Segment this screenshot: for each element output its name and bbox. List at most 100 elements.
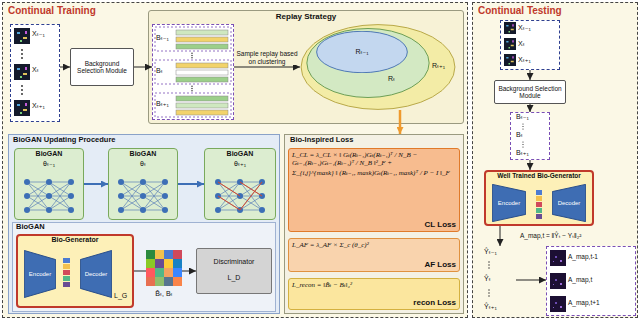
node-shape: [108, 148, 178, 220]
illustration-part: [488, 267, 489, 268]
background-bars: [155, 27, 231, 117]
text-slot: A_map,t-1: [568, 253, 634, 260]
illustration-part: [536, 208, 542, 213]
decoder-shape: Decoder: [80, 250, 112, 298]
illustration-part: [522, 123, 523, 124]
encoder-shape: Encoder: [492, 184, 526, 222]
text-slot: CL Loss: [292, 220, 456, 229]
illustration-part: [63, 282, 70, 287]
connector-arrow: [234, 67, 300, 68]
illustration-part: [155, 277, 164, 286]
node-text: θₜ₊₁: [204, 160, 276, 168]
node-text: recon Loss: [292, 298, 456, 307]
node-text: Replay Strategy: [148, 12, 464, 21]
text-slot: BioGAN: [108, 150, 178, 158]
text-slot: Xₜ₊₁: [518, 56, 556, 64]
illustration-part: [504, 38, 516, 50]
text-slot: Encoder: [492, 200, 526, 207]
node-text: Background Selection Module: [72, 60, 132, 75]
node-text: CL Loss: [292, 220, 456, 229]
illustration-part: [155, 268, 164, 277]
node-text: Continual Testing: [478, 5, 628, 17]
loss-box: L_AF = λ_AF × Σ_c (θ_c)²AF Loss: [288, 238, 460, 272]
generator-box: Bio-GeneratorL_G Encoder Decoder: [16, 234, 134, 308]
node-text: Bₜ₋₁: [516, 113, 546, 121]
text-slot: L_D: [196, 274, 272, 282]
connector-arrow: [530, 104, 531, 112]
node-text: L_AF = λ_AF × Σ_c (θ_c)²: [292, 241, 456, 249]
text-slot: Bio-Inspired Loss: [290, 136, 410, 145]
loss-box: L_recon = ‖B̂ₜ − Bₜ‖₂²recon Loss: [288, 278, 460, 310]
illustration-part: [146, 268, 155, 277]
illustration-part: [218, 182, 262, 210]
illustration-part: [191, 57, 192, 58]
node-text: Bio-Generator: [16, 236, 134, 244]
node-text: Xₜ₊₁: [518, 56, 556, 64]
node-text: Continual Training: [8, 5, 208, 17]
test-input-images: [504, 22, 516, 66]
text-slot: L_CL = λ_CL × ‖ Gₜ(Rₜ₋₁)Gₜ(Rₜ₋₁)ᵀ / N_B …: [292, 151, 456, 167]
text-slot: θₜ: [108, 160, 178, 168]
illustration-part: [21, 53, 23, 55]
illustration-part: [164, 268, 173, 277]
encoder-shape: Encoder: [24, 250, 56, 298]
text-slot: Replay Strategy: [148, 12, 464, 21]
text-slot: Bₜ₊₁: [516, 149, 546, 157]
node-text: Bₜ: [516, 131, 546, 139]
illustration-part: [191, 86, 192, 87]
text-slot: L_G: [114, 292, 130, 300]
text-slot: Rₜ₋₁: [316, 48, 408, 56]
text-slot: L_AF = λ_AF × Σ_c (θ_c)²: [292, 241, 456, 249]
illustration-part: [176, 103, 228, 108]
node-text: A_map,t: [568, 276, 634, 283]
text-slot: Xₜ₋₁: [32, 30, 59, 38]
illustration-part: [118, 179, 168, 213]
text-slot: Bₜ: [156, 67, 178, 75]
connector-arrow: [516, 280, 546, 281]
illustration-part: [173, 277, 182, 286]
node-text: Rₜ₋₁: [316, 48, 408, 56]
connector-arrow: [530, 70, 531, 80]
illustration-part: [164, 250, 173, 259]
illustration-part: [63, 270, 70, 275]
node-text: A_map,t-1: [568, 253, 634, 260]
illustration-part: [176, 44, 228, 49]
input-stack: Xₜ₋₁XₜXₜ₊₁: [10, 24, 60, 122]
node-text: L_G: [114, 292, 130, 300]
illustration-part: [522, 141, 523, 142]
text-slot: A_map,t+1: [568, 299, 634, 306]
illustration-part: [146, 277, 155, 286]
replay-set: RₜRₜ₋₁: [306, 28, 430, 98]
node-shape: [306, 28, 430, 98]
node-shape: [12, 222, 276, 312]
illustration-part: [63, 264, 70, 269]
illustration-part: [488, 264, 489, 265]
text-slot: Background Selection Module: [496, 85, 564, 100]
input-images: [14, 28, 30, 116]
illustration-part: [176, 110, 228, 115]
node-text: Rₜ₊₁: [432, 62, 454, 70]
illustration-part: [155, 27, 231, 51]
illustration-part: [550, 250, 566, 266]
node-text: Xₜ₋₁: [32, 30, 59, 38]
node-shape: [14, 148, 84, 220]
text-slot: Bₜ₋₁: [156, 34, 178, 42]
background-stack: Bₜ₋₁ BₜBₜ₊₁: [510, 112, 550, 160]
illustration-part: [21, 49, 23, 51]
text-slot: Decoder: [80, 271, 112, 278]
illustration-part: [504, 22, 516, 34]
illustration-part: [24, 179, 74, 213]
connector-arrow: [178, 183, 204, 185]
edge-label: Sample replay based on clustering: [235, 50, 299, 65]
text-slot: θₜ₋₁: [14, 160, 84, 168]
node-text: BioGAN Updating Procedure: [13, 136, 213, 145]
illustration-part: [155, 259, 164, 268]
text-slot: Σ_{i,j}^{mask} ‖ (Rₜ₋₁, mask)Gₜ(Rₜ₋₁, ma…: [292, 169, 456, 177]
illustration-part: [550, 296, 566, 312]
illustration-part: [488, 295, 489, 296]
illustration-part: [14, 64, 30, 80]
connector-arrow: [134, 67, 152, 68]
anomaly-map-stack: A_map,t-1A_map,tA_map,t+1: [546, 246, 636, 316]
illustration-part: [536, 190, 542, 195]
illustration-part: [550, 273, 566, 289]
